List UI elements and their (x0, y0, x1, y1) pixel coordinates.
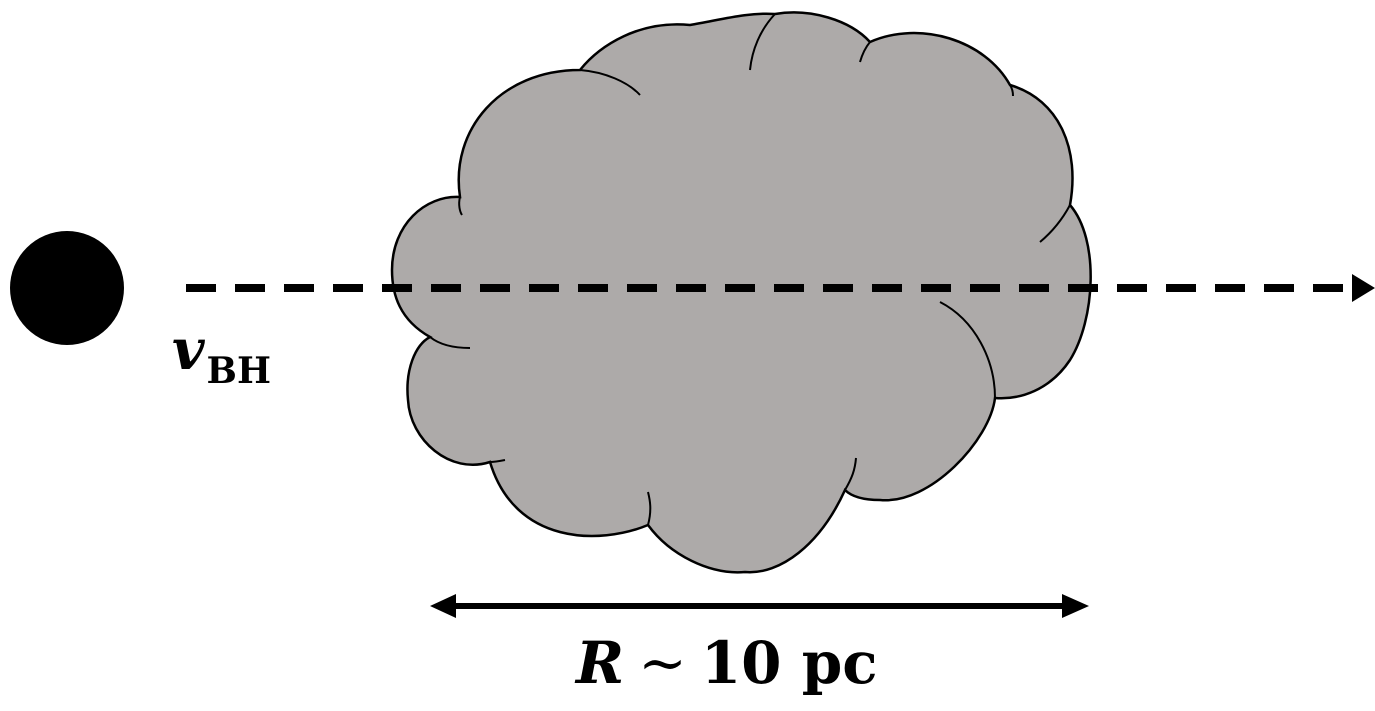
size-relation: ~ (638, 629, 687, 697)
cloud-bump (429, 336, 471, 349)
velocity-label: vBH (172, 322, 271, 389)
size-value: 10 pc (700, 629, 878, 697)
cloud-bump (489, 459, 506, 463)
cloud-bump (458, 196, 463, 216)
size-label: R~10 pc (576, 634, 878, 692)
scale-bar (430, 594, 1089, 618)
trajectory-arrowhead (1352, 274, 1375, 302)
cloud-bump (647, 491, 652, 526)
cloud-bump (1009, 84, 1014, 97)
trajectory-arrow (186, 274, 1375, 302)
cloud-bump (844, 457, 857, 491)
cloud-bump (939, 301, 996, 399)
velocity-symbol: v (172, 317, 205, 383)
cloud-bump (859, 41, 871, 63)
cloud-bump (579, 69, 641, 96)
scale-bar-left-arrowhead (430, 594, 456, 618)
black-hole (10, 231, 124, 345)
cloud-bump (749, 13, 776, 71)
velocity-subscript: BH (206, 350, 271, 392)
cloud (390, 11, 1092, 574)
size-variable: R (576, 629, 625, 697)
cloud-outline (390, 11, 1092, 574)
scale-bar-right-arrowhead (1062, 594, 1089, 618)
cloud-bump (1039, 204, 1071, 243)
